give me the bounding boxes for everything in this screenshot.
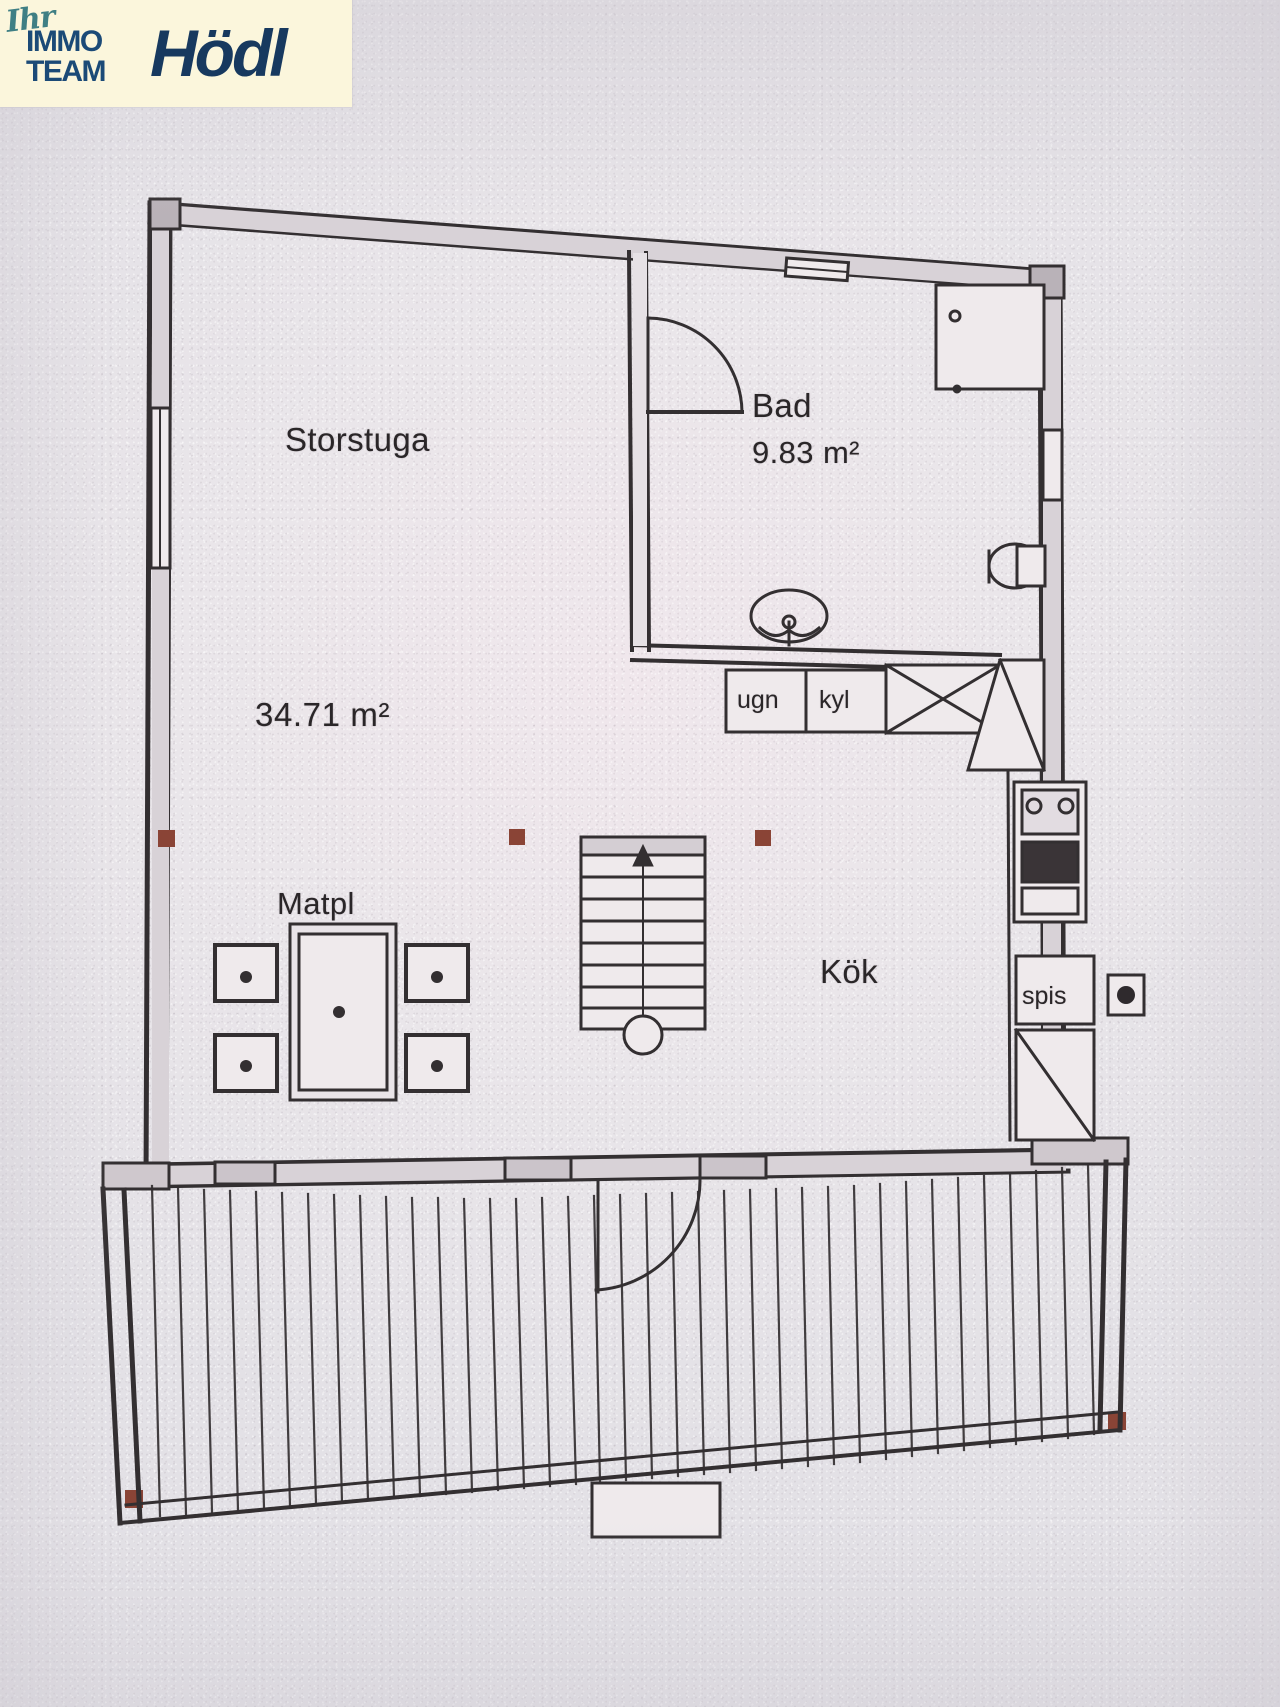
room-label-kok: Kök	[820, 953, 879, 990]
dining-chairs	[213, 943, 470, 1093]
toilet	[987, 542, 1047, 590]
room-label-matpl: Matpl	[277, 886, 355, 921]
dining-table	[288, 922, 398, 1102]
kitchen-wall-line	[1006, 768, 1012, 1142]
logo-brand-name: Hödl	[150, 16, 288, 90]
kitchen-sink	[1012, 780, 1088, 924]
terrace-door-openings	[213, 1154, 768, 1186]
kitchen-cabinets-upper	[724, 662, 1003, 736]
corner-posts	[101, 197, 1130, 1191]
terrace-frame	[100, 1157, 1129, 1526]
room-area-bad: 9.83 m²	[752, 435, 860, 470]
bathroom-door	[646, 316, 744, 414]
appliance-label-ugn: ugn	[737, 686, 779, 714]
kitchen-corner-cabinet	[966, 658, 1046, 772]
appliance-label-spis: spis	[1022, 982, 1067, 1010]
window-left	[149, 406, 172, 570]
logo-line-immo: IMMO	[26, 25, 103, 58]
stove-spis	[1014, 954, 1096, 1026]
staircase	[579, 835, 707, 1056]
room-area-storstuga: 34.71 m²	[255, 696, 391, 733]
shower-enclosure	[934, 283, 1046, 394]
stair-direction-arrow	[632, 843, 654, 867]
company-logo: Ihr IMMO TEAM Hödl	[0, 0, 352, 107]
logo-line-team: TEAM	[26, 55, 107, 88]
room-label-storstuga: Storstuga	[285, 421, 430, 458]
wall-left	[143, 200, 173, 1187]
room-label-bad: Bad	[752, 387, 812, 424]
wall-bottom	[143, 1147, 1071, 1189]
window-right	[1041, 428, 1064, 502]
window-top	[783, 256, 851, 283]
wash-basin	[749, 588, 829, 647]
wall-outlet	[1106, 973, 1146, 1017]
terrace-door-swing	[594, 1178, 702, 1294]
terrace-decking	[150, 1163, 1096, 1518]
appliance-label-kyl: kyl	[819, 686, 850, 714]
wall-top	[147, 200, 1063, 293]
kitchen-cabinet-lower	[1013, 1027, 1097, 1143]
terrace-step	[590, 1481, 722, 1539]
